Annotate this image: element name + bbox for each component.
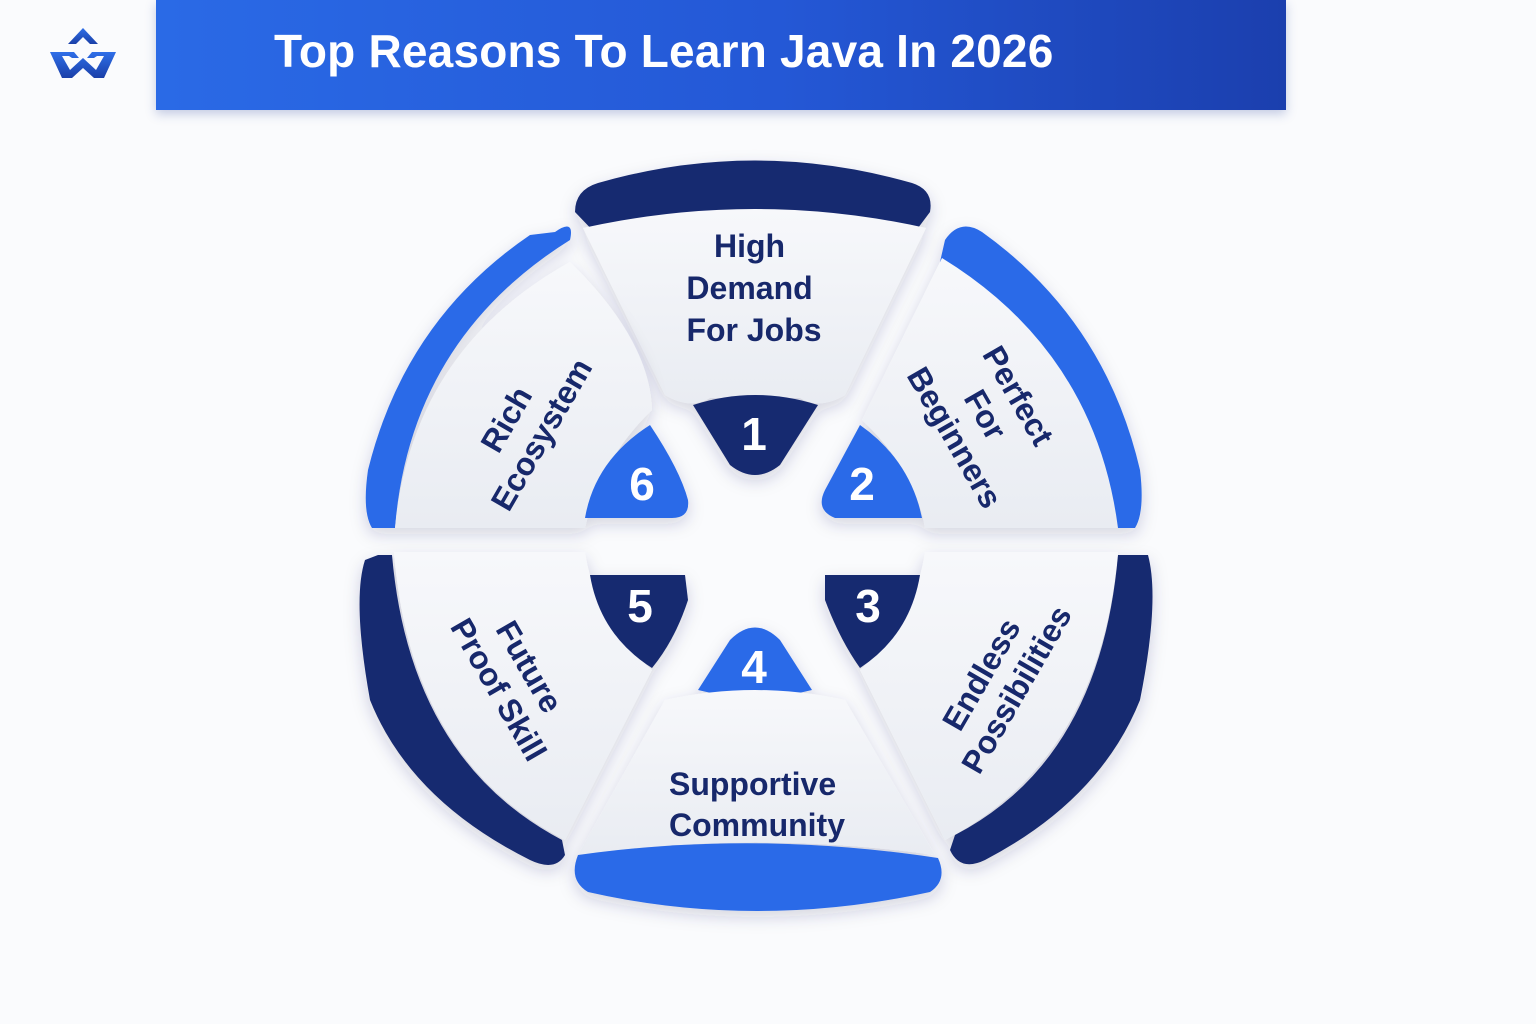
header-banner: Top Reasons To Learn Java In 2026 [156,0,1286,110]
segment-6-rich-ecosystem [365,226,689,529]
segment-4-supportive-community [574,627,942,911]
page-title: Top Reasons To Learn Java In 2026 [274,25,1054,77]
segment-4-number: 4 [741,641,767,693]
segment-5-number: 5 [627,580,653,632]
segment-1-high-demand-for-jobs [575,160,931,475]
brand-logo-icon [50,28,116,78]
segment-1-label: High Demand For Jobs [686,228,821,348]
segment-2-perfect-for-beginners [821,226,1142,529]
segment-6-number: 6 [629,458,655,510]
segment-1-number: 1 [741,408,767,460]
segment-4-label: Supportive Community [669,766,845,843]
segment-3-endless-possibilities [825,552,1153,865]
segment-3-number: 3 [855,580,881,632]
segment-2-number: 2 [849,458,875,510]
segment-5-future-proof-skill [359,552,688,865]
